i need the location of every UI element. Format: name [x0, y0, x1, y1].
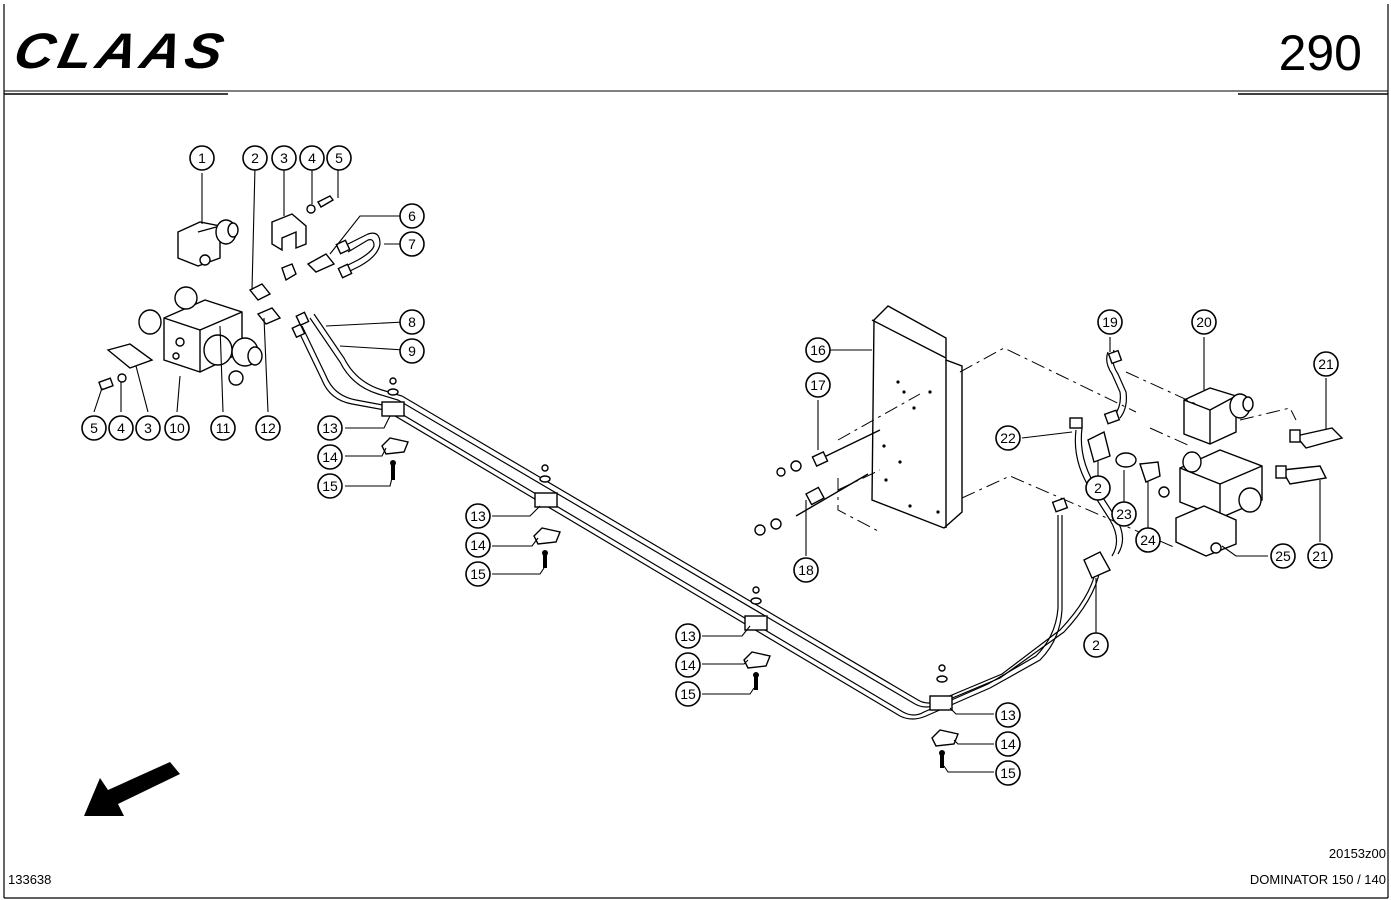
svg-text:13: 13	[1000, 707, 1016, 723]
callout-14-b: 14	[465, 532, 491, 558]
svg-text:14: 14	[322, 449, 338, 465]
callout-3-lower: 3	[135, 415, 161, 441]
right-valve-assembly	[1021, 337, 1344, 636]
svg-text:19: 19	[1102, 314, 1118, 330]
page-number: 290	[1279, 25, 1362, 81]
svg-text:2: 2	[1094, 480, 1102, 496]
callout-17: 17	[805, 372, 831, 398]
svg-text:23: 23	[1116, 506, 1132, 522]
callout-15-d: 15	[995, 760, 1021, 786]
callout-18: 18	[793, 557, 819, 583]
svg-text:6: 6	[408, 208, 416, 224]
svg-text:5: 5	[335, 150, 343, 166]
callout-20: 20	[1191, 309, 1217, 335]
direction-arrow-icon	[84, 762, 180, 816]
svg-text:18: 18	[798, 562, 814, 578]
brand-logo: CLAAS	[9, 23, 233, 79]
svg-text:22: 22	[1000, 430, 1016, 446]
callout-8: 8	[399, 309, 425, 335]
callout-14-d: 14	[995, 731, 1021, 757]
svg-text:14: 14	[1000, 736, 1016, 752]
svg-text:17: 17	[810, 377, 826, 393]
svg-text:25: 25	[1275, 548, 1291, 564]
callout-10: 10	[164, 415, 190, 441]
callout-2-right-upper: 2	[1085, 475, 1111, 501]
svg-text:2: 2	[251, 150, 259, 166]
svg-text:5: 5	[90, 420, 98, 436]
pipe-clamps	[345, 377, 994, 773]
callout-1: 1	[189, 145, 215, 171]
callout-12: 12	[255, 415, 281, 441]
svg-text:21: 21	[1318, 356, 1334, 372]
callout-21-lower: 21	[1307, 543, 1333, 569]
svg-text:15: 15	[1000, 765, 1016, 781]
callout-16: 16	[805, 337, 831, 363]
callout-19: 19	[1097, 309, 1123, 335]
svg-text:13: 13	[680, 628, 696, 644]
callout-9: 9	[399, 338, 425, 364]
callout-labels: 1 2 3 4 5 6 7 8 9 5 4 3 10 11 12 13 14 1…	[81, 145, 1339, 786]
svg-text:11: 11	[216, 420, 231, 436]
callout-13-a: 13	[317, 415, 343, 441]
callout-2: 2	[242, 145, 268, 171]
callout-14-a: 14	[317, 444, 343, 470]
svg-text:12: 12	[260, 420, 276, 436]
callout-2-right-lower: 2	[1083, 632, 1109, 658]
callout-14-c: 14	[675, 652, 701, 678]
svg-text:4: 4	[308, 150, 316, 166]
svg-text:3: 3	[144, 420, 152, 436]
svg-text:24: 24	[1140, 532, 1156, 548]
svg-text:9: 9	[408, 343, 416, 359]
callout-4-lower: 4	[108, 415, 134, 441]
svg-text:1: 1	[198, 150, 206, 166]
callout-15-a: 15	[317, 473, 343, 499]
callout-6: 6	[399, 203, 425, 229]
svg-text:2: 2	[1092, 637, 1100, 653]
callout-13-c: 13	[675, 623, 701, 649]
svg-text:4: 4	[117, 420, 125, 436]
callout-23: 23	[1111, 501, 1137, 527]
callout-11: 11	[210, 415, 236, 441]
callout-5-lower: 5	[81, 415, 107, 441]
svg-text:15: 15	[322, 478, 338, 494]
page-frame	[3, 4, 1389, 899]
svg-text:8: 8	[408, 314, 416, 330]
svg-text:14: 14	[470, 537, 486, 553]
svg-text:15: 15	[680, 686, 696, 702]
callout-25: 25	[1270, 543, 1296, 569]
sheet-code: 133638	[8, 872, 51, 887]
svg-text:15: 15	[470, 566, 486, 582]
callout-13-d: 13	[995, 702, 1021, 728]
svg-text:13: 13	[322, 420, 338, 436]
callout-22: 22	[995, 425, 1021, 451]
svg-text:14: 14	[680, 657, 696, 673]
callout-3: 3	[271, 145, 297, 171]
svg-text:20: 20	[1196, 314, 1212, 330]
svg-text:13: 13	[470, 508, 486, 524]
callout-21-upper: 21	[1313, 351, 1339, 377]
callout-15-c: 15	[675, 681, 701, 707]
svg-text:10: 10	[169, 420, 185, 436]
callout-15-b: 15	[465, 561, 491, 587]
svg-text:16: 16	[810, 342, 826, 358]
svg-text:21: 21	[1312, 548, 1328, 564]
callout-7: 7	[399, 231, 425, 257]
svg-text:3: 3	[280, 150, 288, 166]
model-name: DOMINATOR 150 / 140	[1250, 872, 1386, 887]
svg-text:7: 7	[408, 236, 416, 252]
callout-24: 24	[1135, 527, 1161, 553]
valve-block-assembly	[93, 166, 406, 413]
drawing-code: 20153z00	[1329, 846, 1386, 861]
callout-13-b: 13	[465, 503, 491, 529]
callout-5: 5	[326, 145, 352, 171]
callout-4: 4	[299, 145, 325, 171]
pipe-run	[291, 311, 1101, 720]
